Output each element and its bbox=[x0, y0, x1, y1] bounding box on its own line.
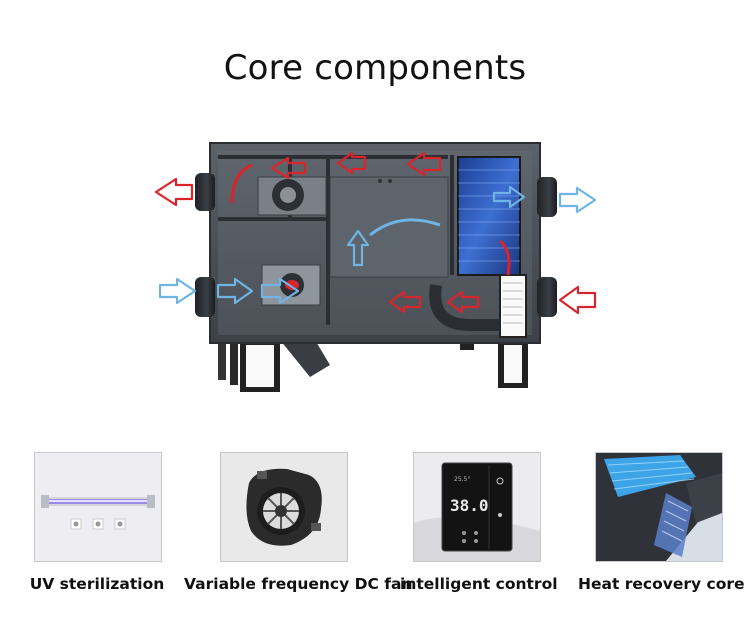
control-display-value: 38.0 bbox=[450, 496, 489, 515]
ventilation-unit-illustration bbox=[154, 142, 597, 392]
control-box bbox=[329, 176, 449, 278]
heat-exchanger-core-icon bbox=[596, 453, 722, 561]
caption-intelligent-control: intelligent control bbox=[400, 575, 558, 593]
arrow-fresh-curve bbox=[369, 218, 441, 237]
page-title: Core components bbox=[223, 48, 527, 88]
arrow-top-2 bbox=[336, 151, 367, 175]
caption-dc-fan: Variable frequency DC fan bbox=[184, 575, 413, 593]
arrow-fresh-in bbox=[158, 277, 197, 305]
arrow-bottom-2 bbox=[446, 290, 480, 314]
arrow-curve-exhaust bbox=[230, 163, 253, 204]
arrow-supply-core bbox=[492, 185, 526, 209]
arrow-fresh-1 bbox=[216, 277, 254, 305]
flexible-duct bbox=[429, 284, 500, 331]
filter-cartridge bbox=[499, 274, 527, 338]
control-panel-icon: 25.5° 38.0 bbox=[414, 453, 540, 561]
uv-sterilization-image bbox=[34, 452, 162, 562]
control-small-reading: 25.5° bbox=[454, 476, 470, 483]
caption-uv-sterilization: UV sterilization bbox=[29, 575, 165, 593]
dc-fan-icon bbox=[221, 453, 347, 561]
pipe-exhaust-out bbox=[195, 173, 215, 211]
arrow-supply-out bbox=[558, 186, 597, 214]
caption-heat-recovery-core: Heat recovery core bbox=[578, 575, 745, 593]
arrow-top-1 bbox=[270, 156, 307, 180]
arrow-bottom-1 bbox=[388, 290, 422, 314]
pipe-return-in bbox=[537, 277, 557, 317]
dc-fan-image bbox=[220, 452, 348, 562]
heat-recovery-core-image bbox=[595, 452, 723, 562]
arrow-curve-core bbox=[498, 239, 511, 276]
arrow-fresh-2 bbox=[260, 277, 300, 305]
uv-lamp-icon bbox=[35, 453, 161, 561]
arrow-top-3 bbox=[406, 151, 442, 177]
pipe-supply-out bbox=[537, 177, 557, 217]
drain-fitting bbox=[280, 340, 330, 377]
pipe-fresh-in bbox=[195, 277, 215, 317]
arrow-exhaust-out bbox=[154, 177, 194, 207]
arrow-fresh-up bbox=[346, 229, 370, 267]
intelligent-control-image: 25.5° 38.0 bbox=[413, 452, 541, 562]
arrow-return-in bbox=[558, 285, 597, 315]
heat-exchanger-core bbox=[457, 156, 521, 276]
